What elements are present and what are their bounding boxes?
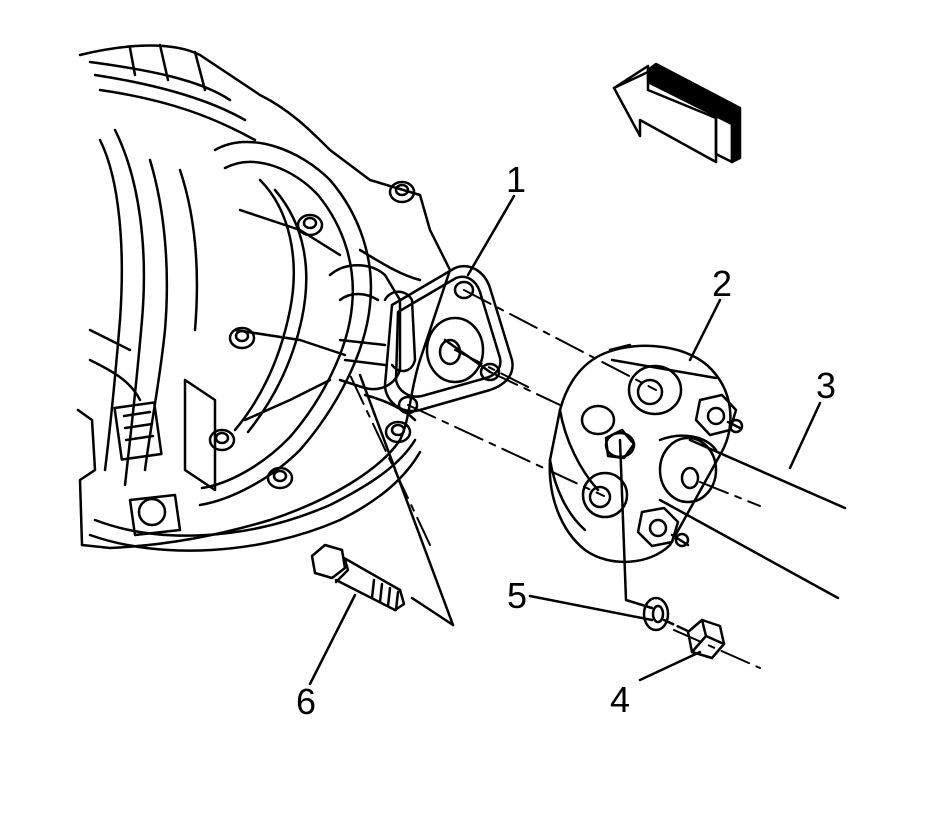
housing-bolt	[388, 180, 416, 204]
leader-line-6	[308, 593, 357, 686]
callout-3: 3	[816, 365, 837, 406]
callout-1: 1	[506, 159, 527, 200]
output-flange	[383, 265, 514, 415]
flange-bolt	[310, 543, 406, 612]
leader-line-5	[528, 594, 654, 622]
leader-line-6b	[358, 373, 455, 627]
housing-bolt	[296, 213, 324, 237]
flex-coupling-disc	[548, 343, 744, 564]
housing-bolt	[266, 466, 294, 490]
leader-line-1	[466, 194, 516, 277]
propeller-shaft	[658, 434, 847, 600]
leader-line-4	[638, 650, 702, 682]
leader-lines	[308, 194, 822, 686]
leader-washer-link	[618, 438, 654, 610]
washer	[642, 596, 670, 632]
forward-direction-arrow-icon	[612, 62, 742, 164]
housing-bolt	[384, 420, 412, 444]
leader-line-3	[788, 401, 822, 470]
transmission-housing	[76, 43, 452, 552]
callout-6: 6	[296, 681, 317, 722]
callout-2: 2	[712, 263, 733, 304]
housing-bolt	[208, 428, 236, 452]
lock-nut	[662, 618, 726, 660]
callout-5: 5	[507, 575, 528, 616]
callout-4: 4	[610, 679, 631, 720]
leader-line-2	[688, 298, 722, 362]
housing-bolt	[228, 326, 256, 350]
